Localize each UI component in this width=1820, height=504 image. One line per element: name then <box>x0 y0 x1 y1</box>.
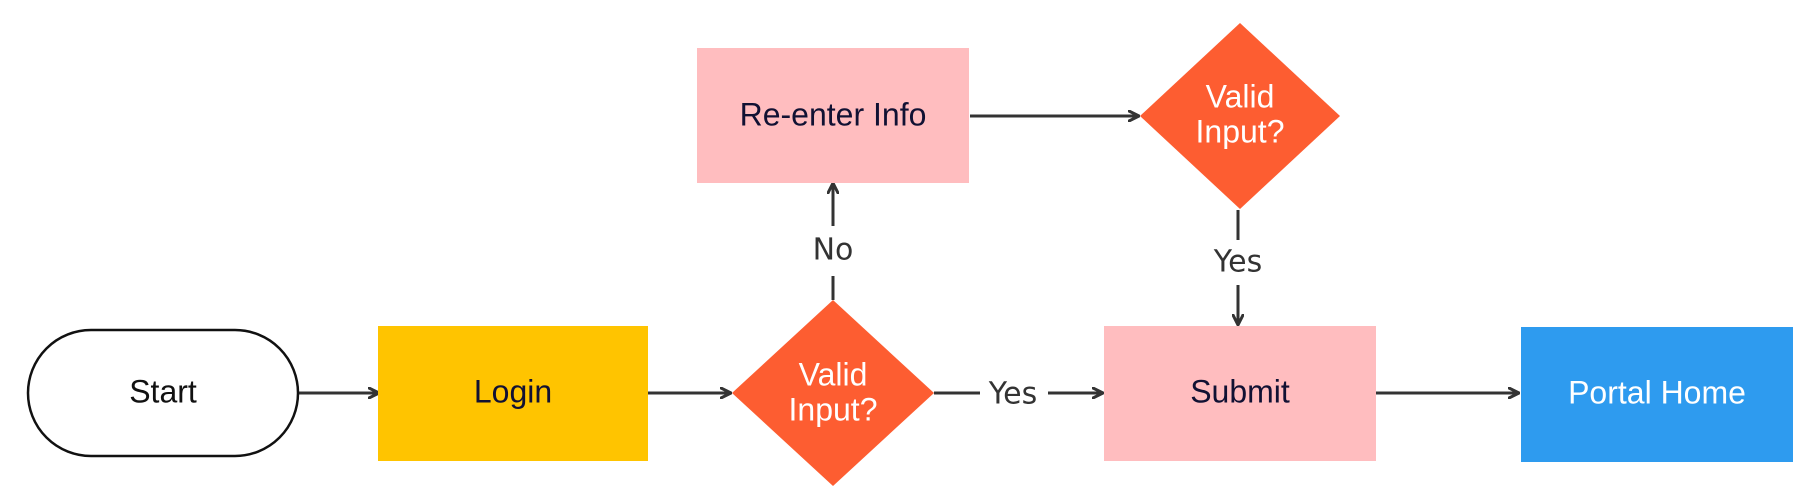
edge-label-no: No <box>813 233 854 268</box>
node-reenter-info: Re-enter Info <box>697 48 969 183</box>
decision-upper-diamond <box>1140 23 1340 209</box>
submit-label: Submit <box>1190 373 1290 409</box>
login-label: Login <box>474 373 552 409</box>
node-submit: Submit <box>1104 326 1376 461</box>
node-decision-lower: Valid Input? <box>732 300 934 486</box>
decision-upper-label-line2: Input? <box>1196 113 1285 149</box>
reenter-box <box>697 48 969 183</box>
node-login: Login <box>378 326 648 461</box>
node-portal-home: Portal Home <box>1521 327 1793 462</box>
edges <box>298 116 1518 393</box>
portal-label: Portal Home <box>1568 374 1746 410</box>
edge-label-yes-lower: Yes <box>988 377 1037 412</box>
start-terminal-shape <box>26 328 300 458</box>
login-box <box>378 326 648 461</box>
node-decision-upper: Valid Input? <box>1140 23 1340 209</box>
submit-box <box>1104 326 1376 461</box>
decision-lower-diamond <box>732 300 934 486</box>
node-start: Start <box>26 328 300 458</box>
portal-box <box>1521 327 1793 462</box>
start-label: Start <box>129 373 197 409</box>
decision-lower-label-line1: Valid <box>799 356 868 392</box>
decision-lower-label-line2: Input? <box>789 391 878 427</box>
decision-upper-label-line1: Valid <box>1206 78 1275 114</box>
edge-label-yes-upper: Yes <box>1213 245 1262 280</box>
reenter-label: Re-enter Info <box>740 96 927 132</box>
